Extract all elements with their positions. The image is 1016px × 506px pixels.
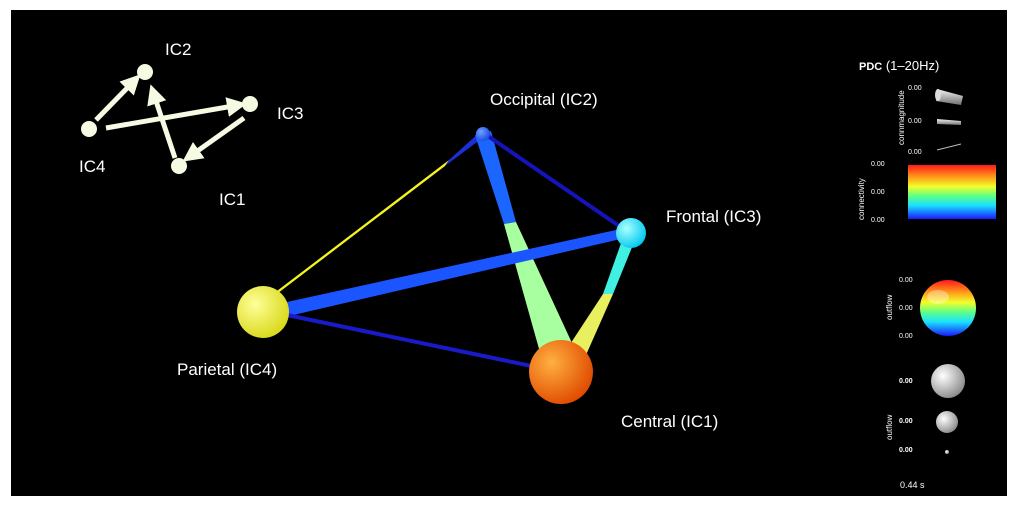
mini-arrow-ic4-ic3 <box>105 97 247 131</box>
mini-node-ic3 <box>242 96 258 112</box>
legend-graphics <box>908 89 996 454</box>
connectivity-tick-low: 0.00 <box>871 217 885 224</box>
mini-node-ic4 <box>81 121 97 137</box>
node-occipital <box>476 127 490 141</box>
outflow-color-sphere <box>920 280 976 336</box>
outflow-color-tick-low: 0.00 <box>899 333 913 340</box>
edge-central-frontal <box>563 294 613 355</box>
mini-label-ic2: IC2 <box>165 40 192 59</box>
connmagnitude-tick-low: 0.00 <box>908 149 922 156</box>
edge-parietal-occipital-tip <box>445 131 485 166</box>
outflow-size-sphere-small <box>945 450 949 454</box>
outflow-color-tick-mid: 0.00 <box>899 305 913 312</box>
connectivity-label: connectivity <box>857 178 866 220</box>
mini-label-ic1: IC1 <box>219 190 246 209</box>
outflow-size-tick-mid: 0.00 <box>899 418 913 425</box>
label-parietal: Parietal (IC4) <box>177 360 278 379</box>
connectivity-graph <box>81 64 996 454</box>
legend-title: PDC (1–20Hz) <box>859 58 940 73</box>
edge-parietal-occipital <box>261 160 449 306</box>
edge-parietal-central <box>286 313 542 370</box>
connmagnitude-tick-high: 0.00 <box>908 85 922 92</box>
brain-nodes <box>237 127 646 404</box>
node-central <box>529 340 593 404</box>
connmagnitude-scale <box>935 89 963 151</box>
mini-arrow-ic3-ic1 <box>182 115 246 162</box>
time-readout: 0.44 s <box>900 480 925 490</box>
outflow-size-tick-high: 0.00 <box>899 378 913 385</box>
edge-occipital-central <box>475 131 516 224</box>
connmagnitude-label: connmagnitude <box>897 90 906 145</box>
mini-arrow-ic4-ic2 <box>94 74 141 122</box>
label-frontal: Frontal (IC3) <box>666 207 762 226</box>
connectivity-colorbar <box>908 165 996 219</box>
label-occipital: Occipital (IC2) <box>490 90 598 109</box>
outflow-size-label: outflow <box>885 414 894 440</box>
outflow-color-label: outflow <box>885 294 894 320</box>
connectivity-tick-mid: 0.00 <box>871 189 885 196</box>
outflow-size-sphere-medium <box>936 411 958 433</box>
mini-arrow-ic1-ic2 <box>147 84 178 159</box>
mini-label-ic4: IC4 <box>79 157 106 176</box>
visualization-canvas: IC2 IC3 IC4 IC1 Occipital (IC2) Frontal … <box>11 10 1007 496</box>
connectivity-tick-high: 0.00 <box>871 161 885 168</box>
node-parietal <box>237 286 289 338</box>
outflow-color-tick-high: 0.00 <box>899 277 913 284</box>
label-central: Central (IC1) <box>621 412 719 431</box>
edge-occipital-frontal <box>483 132 627 232</box>
mini-node-ic1 <box>171 158 187 174</box>
outflow-size-tick-low: 0.00 <box>899 447 913 454</box>
mini-node-ic2 <box>137 64 153 80</box>
connmagnitude-tick-mid: 0.00 <box>908 118 922 125</box>
mini-graph <box>81 64 258 174</box>
edge-parietal-frontal <box>287 228 625 316</box>
mini-label-ic3: IC3 <box>277 104 304 123</box>
node-frontal <box>616 218 646 248</box>
brain-edges <box>261 131 637 370</box>
outflow-size-sphere-large <box>931 364 965 398</box>
